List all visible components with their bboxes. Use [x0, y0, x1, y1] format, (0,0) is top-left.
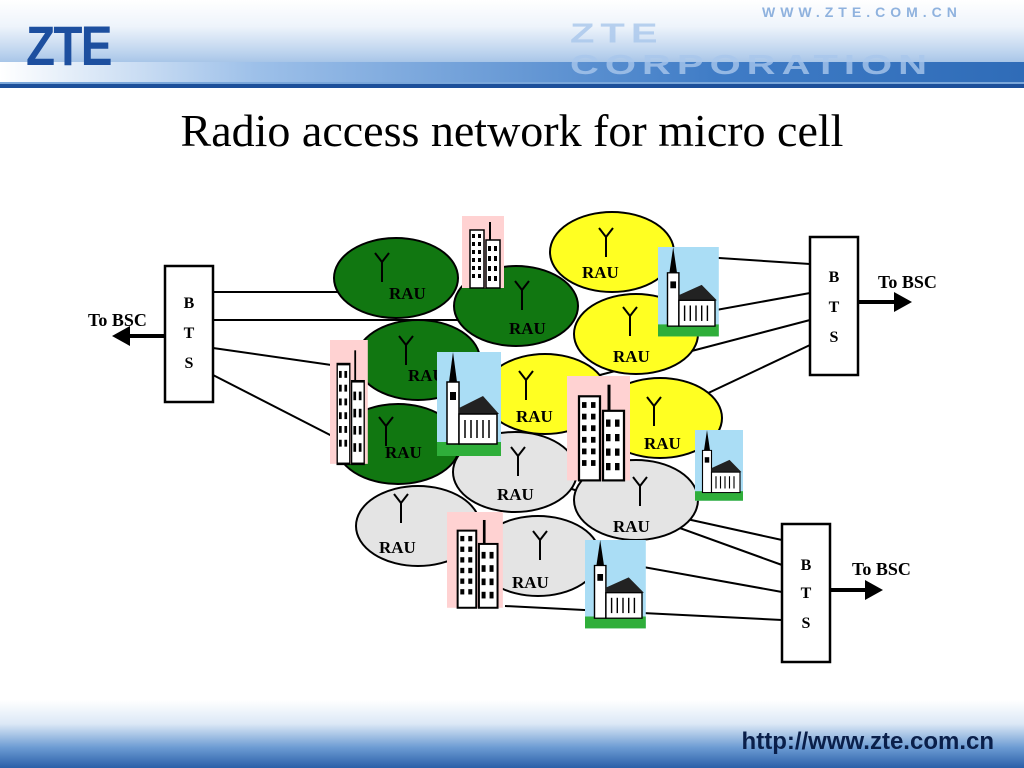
rau-label: RAU	[644, 434, 681, 453]
rau-label: RAU	[389, 284, 426, 303]
church-icon	[436, 351, 502, 457]
office-building-icon	[461, 215, 505, 289]
header-band	[0, 62, 1024, 82]
church-icon	[657, 246, 720, 338]
bts-right-top: B T S	[808, 235, 860, 377]
bts-letter: S	[802, 615, 811, 632]
bsc-arrow-right-bottom	[830, 580, 883, 600]
rau-label: RAU	[379, 538, 416, 557]
bts-letter: S	[185, 355, 194, 372]
bsc-arrow-left	[112, 326, 165, 346]
rau-label: RAU	[509, 319, 546, 338]
bts-left: B T S	[163, 264, 215, 404]
bts-letter: S	[830, 329, 839, 346]
bts-letter: B	[184, 295, 195, 312]
bsc-arrow-right-top	[858, 292, 912, 312]
rau-cell	[333, 237, 459, 319]
rau-labels: RAU RAU RAU RAU RAU RAU RAU RAU RAU RAU …	[379, 263, 681, 592]
header-corporation: ZTE CORPORATION	[570, 18, 934, 81]
bts-right-bottom: B T S	[780, 522, 832, 664]
bsc-label: To BSC	[852, 559, 911, 579]
bts-letter: T	[801, 585, 812, 602]
bts-letter: B	[829, 269, 840, 286]
office-building-icon	[328, 338, 370, 466]
header-rule	[0, 84, 1024, 88]
rau-label: RAU	[516, 407, 553, 426]
bsc-label: To BSC	[88, 310, 147, 330]
church-icon	[584, 539, 647, 630]
bts-letter: T	[184, 325, 195, 342]
footer-url: http://www.zte.com.cn	[741, 728, 994, 755]
rau-label: RAU	[613, 347, 650, 366]
slide-title: Radio access network for micro cell	[180, 105, 844, 156]
header-website: WWW.ZTE.COM.CN	[762, 4, 962, 20]
rau-label: RAU	[512, 573, 549, 592]
zte-logo: ZTE	[26, 14, 112, 77]
rau-label: RAU	[408, 366, 445, 385]
bts-letter: T	[829, 299, 840, 316]
footer-band	[0, 700, 1024, 768]
bsc-label: To BSC	[878, 272, 937, 292]
bts-letter: B	[801, 557, 812, 574]
rau-label: RAU	[582, 263, 619, 282]
office-building-icon	[445, 510, 505, 610]
church-icon	[694, 429, 744, 502]
rau-label: RAU	[497, 485, 534, 504]
rau-label: RAU	[385, 443, 422, 462]
rau-label: RAU	[613, 517, 650, 536]
office-building-icon	[565, 374, 632, 482]
